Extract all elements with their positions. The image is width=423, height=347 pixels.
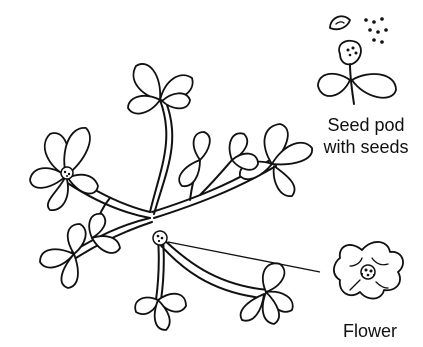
seed-pod-label-line1: Seed pod — [316, 114, 416, 136]
seed-pod-icon — [318, 16, 396, 104]
flower-label: Flower — [330, 320, 410, 342]
seed-pod-label-line2: with seeds — [316, 136, 416, 158]
plant-flower-center — [153, 231, 167, 245]
flower-leader-line — [168, 242, 320, 272]
plant-stems — [66, 100, 276, 300]
plant-flower-left — [61, 167, 73, 179]
flower-detail-icon — [334, 242, 403, 299]
plant-leaves — [30, 64, 312, 330]
